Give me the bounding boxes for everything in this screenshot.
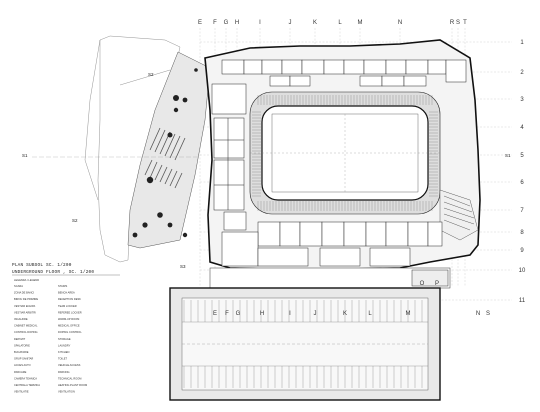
grid-column-label: M [406, 311, 411, 317]
grid-column-label: K [343, 311, 347, 317]
grid-row-label: 6 [520, 180, 524, 186]
grid-row-label: 7 [520, 208, 524, 214]
legend-item-label-ro: VESTIAR ARBITRI [14, 310, 36, 314]
legend-item-label-en: STORAGE [58, 337, 71, 341]
grid-row-label: 2 [520, 70, 524, 76]
connection-corridor [209, 267, 451, 289]
grid-row-label: 8 [520, 230, 524, 236]
section-markers: S1 S1 S2 S2 S3 [22, 72, 511, 269]
legend-item-label-ro: VENTILATIE [14, 390, 29, 394]
legend-item-label-en: STAIRS [58, 284, 67, 288]
grid-column-label: N [476, 311, 480, 317]
grid-row-label: 5 [520, 153, 524, 159]
legend-item-label-ro: DEPOZIT [14, 337, 26, 341]
grid-row-label: 9 [520, 248, 524, 254]
legend-item-label-ro: SCARA [14, 284, 23, 288]
north-rooms [221, 59, 467, 87]
grid-column-label: H [260, 311, 264, 317]
legend-item-label-ro: INCALZIRE [14, 317, 28, 321]
legend-item-label-ro: CAMERA TEHNICA [14, 376, 37, 380]
legend-item-label-ro: SPALATORIE [14, 343, 30, 347]
legend-item-label-ro: ACCES AUTO [14, 363, 31, 367]
legend-item-label-en: TOILET [58, 357, 67, 361]
section-marker: S1 [22, 153, 28, 158]
grid-column-label: E [213, 311, 217, 317]
grid-column-label: K [313, 20, 317, 26]
legend-item-label-en: PARKING [58, 370, 69, 374]
section-marker: S1 [505, 153, 511, 158]
legend-item-label-en: WARM-UP ROOM [58, 317, 79, 321]
legend-heading: LEGENDA / LEGEND [14, 278, 39, 282]
south-rooms [221, 221, 443, 267]
legend-item-label-ro: PARCARE [14, 370, 27, 374]
legend-item-label-en: REFEREE LOCKER [58, 310, 82, 314]
grid-marker-label: P [435, 281, 439, 287]
grid-row-label: 3 [520, 97, 524, 103]
grid-column-label: M [358, 20, 363, 26]
grid-row-label: 11 [519, 298, 526, 304]
legend-item-label-en: TEAM LOCKER [58, 304, 77, 308]
legend-item-label-en: LAUNDRY [58, 343, 71, 347]
drawing-title: PLAN SUBSOL SC. 1/200 [12, 263, 72, 268]
grid-column-label: F [213, 20, 217, 26]
grid-column-label: G [236, 311, 241, 317]
grid-column-label: J [289, 20, 292, 26]
grid-column-label: G [224, 20, 229, 26]
legend-item-label-en: DOPING CONTROL [58, 330, 82, 334]
legend-item-label-ro: BUCATARIE [14, 350, 29, 354]
grid-row-label: 10 [519, 268, 526, 274]
legend-item-label-ro: GRUP SANITAR [14, 357, 33, 361]
legend-item-label-ro: CONTROL DOPING [14, 330, 38, 334]
west-core [211, 83, 247, 231]
title-block: PLAN SUBSOL SC. 1/200 UNDERGROUND FLOOR … [12, 263, 120, 282]
legend-item-label-ro: BIROU DE PRIMIRE [14, 297, 38, 301]
section-marker: S2 [148, 72, 154, 77]
legend-item-label-ro: VESTIAR ECHIPA [14, 304, 36, 308]
grid-column-label: F [225, 311, 229, 317]
drawing-subtitle: UNDERGROUND FLOOR , SC. 1/200 [12, 270, 94, 275]
grid-column-label: L [368, 311, 372, 317]
legend-table: SCARA STAIRS ZONA DE BANCI BENCH AREA BIROU … [14, 284, 87, 394]
pitch [250, 113, 440, 193]
legend-item-label-ro: CENTRALA TERMICA [14, 383, 40, 387]
grid-marker-label: O [420, 281, 425, 287]
legend-item-label-ro: CABINET MEDICAL [14, 324, 38, 328]
legend-item-label-en: MEDICAL OFFICE [58, 324, 80, 328]
grid-row-label: 1 [520, 40, 524, 46]
underground-parking [169, 287, 441, 401]
grid-column-label: R [450, 20, 455, 26]
grid-column-label: L [338, 20, 342, 26]
grid-row-label: 4 [520, 125, 524, 131]
grid-labels-right: 1 2 3 4 5 6 7 8 9 10 11 [519, 40, 526, 304]
grid-column-label: I [259, 20, 261, 26]
grid-column-label: I [289, 311, 291, 317]
legend-item-label-en: VENTILATION [58, 390, 75, 394]
legend-item-label-en: TECHNICAL ROOM [58, 376, 81, 380]
landscape-area [127, 51, 211, 249]
legend-item-label-ro: ZONA DE BANCI [14, 291, 34, 295]
section-marker: S2 [72, 218, 78, 223]
legend-item-label-en: HEATING PLANT ROOM [58, 383, 87, 387]
grid-column-label: E [198, 20, 202, 26]
legend-item-label-en: BENCH AREA [58, 291, 75, 295]
grid-column-label: J [314, 311, 317, 317]
legend-item-label-en: RECEPTION DESK [58, 297, 81, 301]
legend-item-label-en: VEHICLE ACCESS [58, 363, 81, 367]
grid-column-label: S [486, 311, 490, 317]
grid-column-label: N [398, 20, 402, 26]
legend-item-label-en: KITCHEN [58, 350, 70, 354]
grid-column-label: T [463, 20, 467, 26]
grid-column-label: S [456, 20, 460, 26]
grid-column-label: H [235, 20, 239, 26]
section-marker: S3 [180, 264, 186, 269]
